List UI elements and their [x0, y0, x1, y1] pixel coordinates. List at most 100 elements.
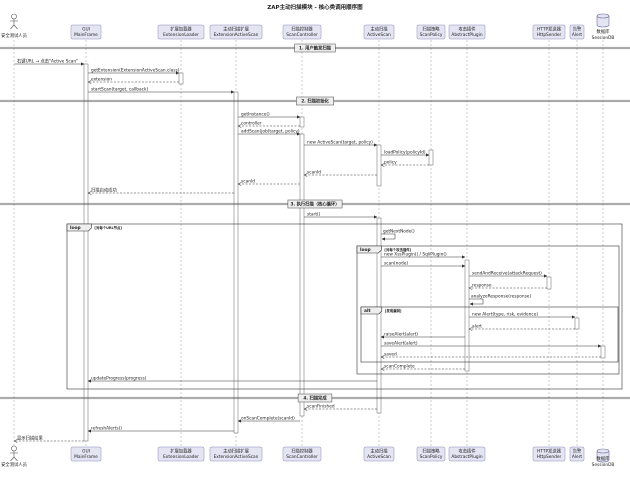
message-label: addScan(job(target, policy)	[241, 128, 300, 134]
message-label: new XssPlugin() / SqliPlugin()	[384, 251, 447, 257]
participant-label: HttpSender	[537, 32, 562, 38]
message-23: saveAlert(alert)	[381, 340, 602, 348]
participant-label: ScanController	[286, 454, 318, 460]
participant-label: 扫描策略	[422, 26, 440, 33]
message-label: loadPolicy(policyId)	[384, 149, 426, 155]
participant-label: 数据库	[597, 455, 611, 462]
activation-bar	[178, 72, 184, 85]
activation-bar	[299, 133, 305, 417]
message-label: getInstance()	[241, 111, 270, 117]
message-label: scan(node)	[384, 260, 408, 266]
message-label: scanComplete	[384, 363, 415, 369]
message-label: alert	[472, 323, 482, 329]
participant-label: ExtensionActiveScan	[214, 454, 259, 460]
message-20: new Alert(type, risk, evidence)	[469, 311, 576, 319]
message-2: extension	[88, 76, 179, 82]
participant-label: ExtensionActiveScan	[214, 32, 259, 38]
fragment-operator: loop	[70, 225, 81, 231]
message-label: extension	[91, 76, 112, 82]
participant-label: 攻击插件	[458, 26, 476, 33]
participant-label: ActiveScan	[367, 454, 391, 460]
message-label: analyzeResponse(response)	[471, 294, 531, 300]
activation-bar	[83, 63, 89, 442]
participant-label: 数据库	[597, 28, 611, 35]
participant-label: 主动扫描	[370, 448, 388, 455]
message-label: sendAndReceive(attackRequest)	[472, 270, 542, 276]
message-4: getInstance()	[238, 111, 301, 119]
fragment-operator: loop	[360, 247, 371, 253]
activation-bar	[464, 259, 470, 372]
participant-label: 告警	[573, 448, 582, 455]
message-label: raiseAlert(alert)	[384, 331, 418, 337]
participant-label: Alert	[572, 32, 583, 38]
message-3: startScan(target, callback)	[88, 86, 235, 94]
message-label: response	[472, 282, 492, 288]
message-7: new ActiveScan(target, policy)	[304, 139, 378, 147]
message-16: scan(node)	[381, 260, 466, 268]
message-30: 显示扫描结果	[14, 434, 84, 441]
activation-bar	[546, 276, 552, 290]
message-15: new XssPlugin() / SqliPlugin()	[381, 251, 466, 259]
message-14: getNextNode()	[381, 229, 415, 241]
participant-label: 安全测试人员	[1, 32, 27, 39]
participant-label: SessionDB	[592, 462, 615, 468]
section-divider: 3. 执行扫描（核心循环）	[0, 199, 630, 209]
participant-label: ActiveScan	[367, 32, 391, 38]
participant-label: ScanController	[286, 32, 318, 38]
participant-label: ExtensionLoader	[163, 32, 199, 38]
message-24: saved	[381, 351, 601, 357]
message-26: updateProgress(progress)	[87, 375, 377, 383]
participant-label: 扩展加载器	[170, 448, 192, 455]
message-label: saved	[384, 351, 397, 357]
message-25: scanComplete	[381, 363, 465, 369]
participant-label: 主动扫描扩展	[223, 448, 249, 455]
fragment-guard: [对每个攻击插件]	[384, 247, 411, 252]
participant-label: MainFrame	[74, 32, 98, 38]
diagram-title: ZAP主动扫描模块 - 核心类调用顺序图	[267, 3, 363, 11]
message-label: policy	[384, 159, 397, 165]
fragment-operator: alt	[364, 308, 371, 314]
participant-user-bottom: 安全测试人员	[1, 445, 28, 468]
participant-label: HTTP发送器	[537, 448, 562, 455]
activation-bar	[299, 116, 305, 128]
participant-label: HTTP发送器	[537, 26, 562, 33]
message-29: refreshAlerts()	[87, 425, 234, 433]
participant-label: GUI	[82, 27, 90, 33]
message-label: scanFinished	[307, 403, 335, 409]
message-5: controller	[238, 120, 300, 126]
message-17: sendAndReceive(attackRequest)	[469, 270, 548, 278]
participant-label: 攻击插件	[458, 448, 476, 455]
message-10: scanId	[304, 169, 377, 175]
message-label: 显示扫描结果	[17, 434, 43, 441]
participant-label: MainFrame	[74, 454, 98, 460]
section-title: 1. 用户触发扫描	[299, 45, 332, 52]
section-divider: 2. 扫描初始化	[0, 96, 630, 106]
message-label: getNextNode()	[383, 229, 415, 235]
fragment-loop: loop[对每个URL节点]	[66, 223, 623, 390]
message-0: 右键URL → 点击"Active Scan"	[14, 57, 85, 66]
activation-bar	[233, 91, 239, 434]
section-title: 2. 扫描初始化	[301, 98, 329, 105]
fragment-alt: alt [发现漏洞]	[360, 306, 619, 363]
participant-label: Alert	[572, 454, 583, 460]
participant-label: AbstractPlugin	[451, 32, 482, 38]
participant-label: 告警	[573, 26, 582, 33]
fragment-guard: [发现漏洞]	[385, 308, 402, 313]
message-11: scanId	[238, 178, 300, 184]
participant-label: GUI	[82, 449, 90, 455]
